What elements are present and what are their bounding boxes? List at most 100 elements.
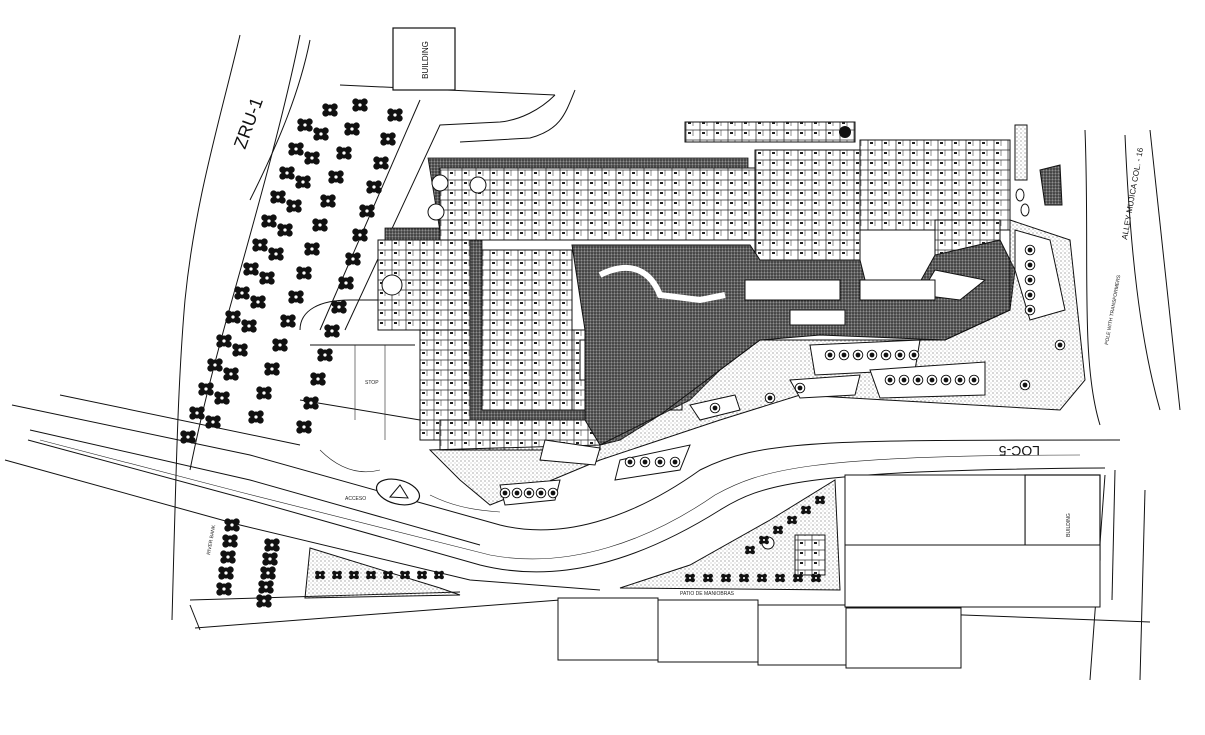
tree-icon (304, 242, 320, 256)
tree-icon (286, 199, 302, 213)
tree-icon (434, 570, 444, 580)
tree-icon (315, 570, 325, 580)
tree-icon (773, 525, 783, 535)
entry-roundabout: ACCESO (319, 449, 501, 513)
tree-icon (940, 374, 952, 386)
tree-icon (757, 573, 767, 583)
tree-icon (685, 573, 695, 583)
tree-icon (297, 118, 313, 132)
zone-label-zru: ZRU-1 (230, 95, 267, 152)
building-right-label: BUILDING (1066, 513, 1072, 537)
tree-icon (272, 338, 288, 352)
tree-icon (926, 374, 938, 386)
tree-icon (279, 166, 295, 180)
tree-icon (359, 204, 375, 218)
tree-icon (811, 573, 821, 583)
tree-icon (277, 223, 293, 237)
lower-lots (557, 474, 1101, 669)
tree-icon (250, 295, 266, 309)
tree-icon (261, 214, 277, 228)
tree-icon (288, 290, 304, 304)
tree-icon (764, 392, 776, 404)
tree-icon (280, 314, 296, 328)
tree-icon (739, 573, 749, 583)
tree-icon (366, 180, 382, 194)
tree-icon (296, 266, 312, 280)
tree-icon (324, 324, 340, 338)
tree-icon (189, 406, 205, 420)
tree-icon (259, 271, 275, 285)
tree-icon (310, 372, 326, 386)
tree-icon (336, 146, 352, 160)
tree-icon (898, 374, 910, 386)
tree-icon (352, 98, 368, 112)
tree-icon (535, 487, 547, 499)
tree-icon (1024, 259, 1036, 271)
tree-icon (383, 570, 393, 580)
tree-icon (243, 262, 259, 276)
tree-icon (295, 175, 311, 189)
access-label: ACCESO (345, 496, 366, 502)
tree-icon (968, 374, 980, 386)
tree-icon (198, 382, 214, 396)
tree-icon (332, 570, 342, 580)
tree-icon (880, 349, 892, 361)
tree-icon (349, 570, 359, 580)
tree-icon (815, 495, 825, 505)
tree-icon (703, 573, 713, 583)
tree-icon (270, 190, 286, 204)
tree-icon (1024, 244, 1036, 256)
tree-icon (793, 573, 803, 583)
tree-icon (317, 348, 333, 362)
tree-icon (499, 487, 511, 499)
tree-icon (838, 349, 850, 361)
tree-icon (669, 456, 681, 468)
tree-icon (264, 538, 280, 552)
stop-label: STOP (365, 380, 379, 386)
tree-icon (180, 430, 196, 444)
zone-label-loc: LOC-5 (999, 443, 1040, 459)
tree-icon (218, 566, 234, 580)
tree-icon (759, 535, 769, 545)
tree-icon (547, 487, 559, 499)
tree-icon (824, 349, 836, 361)
tree-icon (338, 276, 354, 290)
existing-building-top: BUILDING (392, 27, 456, 91)
tree-icon (380, 132, 396, 146)
landscaped-garden (428, 219, 1086, 506)
tree-icon (288, 142, 304, 156)
tree-icon (912, 374, 924, 386)
tree-icon (954, 374, 966, 386)
tree-icon (268, 247, 284, 261)
tree-icon (232, 343, 248, 357)
parking-label: PATIO DE MANIOBRAS (680, 591, 735, 597)
tree-icon (260, 566, 276, 580)
tree-icon (252, 238, 268, 252)
tree-icon (1024, 274, 1036, 286)
tree-icon (639, 456, 651, 468)
tree-icon (344, 122, 360, 136)
tree-icon (352, 228, 368, 242)
tree-icon (216, 582, 232, 596)
tree-icon (852, 349, 864, 361)
tree-icon (775, 573, 785, 583)
tree-icon (745, 545, 755, 555)
alley-label: ALLEY MUJICA COL. - 16 (1120, 146, 1145, 240)
tree-icon (624, 456, 636, 468)
tree-icon (787, 515, 797, 525)
tree-icon (366, 570, 376, 580)
building-top-label: BUILDING (421, 41, 430, 79)
tree-icon (248, 410, 264, 424)
tree-icon (320, 194, 336, 208)
tree-icon (264, 362, 280, 376)
tree-icon (304, 151, 320, 165)
tree-icon (801, 505, 811, 515)
tree-icon (908, 349, 920, 361)
tree-icon (523, 487, 535, 499)
tree-icon (331, 300, 347, 314)
tree-icon (222, 534, 238, 548)
tree-icon (234, 286, 250, 300)
tree-icon (894, 349, 906, 361)
tree-icon (345, 252, 361, 266)
tree-icon (256, 386, 272, 400)
